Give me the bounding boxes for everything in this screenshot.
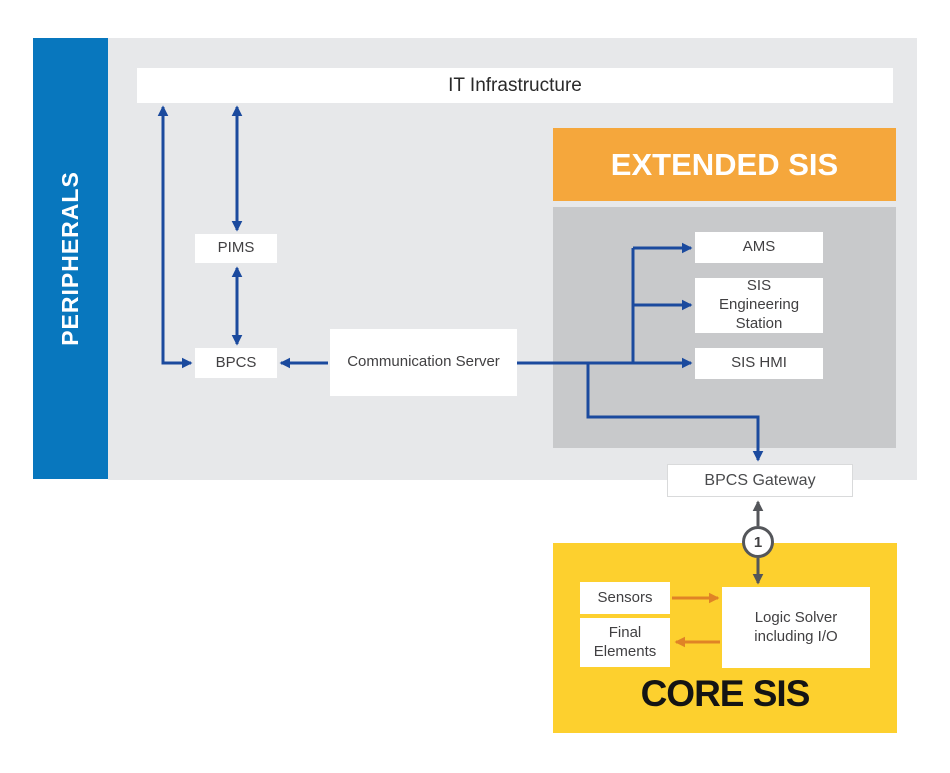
peripherals-bar: PERIPHERALS (33, 38, 108, 479)
node-it-infrastructure: IT Infrastructure (137, 68, 893, 103)
node-sensors: Sensors (580, 582, 670, 614)
node-bpcs: BPCS (195, 348, 277, 378)
node-sis-engineering-station: SIS Engineering Station (695, 277, 823, 333)
node-bpcs-gateway: BPCS Gateway (667, 464, 853, 497)
node-communication-server: Communication Server (330, 329, 517, 396)
node-pims: PIMS (195, 234, 277, 263)
core-sis-title: CORE SIS (640, 673, 811, 714)
extended-sis-header: EXTENDED SIS (553, 128, 896, 201)
node-sis-hmi: SIS HMI (695, 348, 823, 379)
connector-badge-1: 1 (742, 526, 774, 558)
node-ams: AMS (695, 232, 823, 263)
extended-sis-title: EXTENDED SIS (610, 146, 839, 182)
node-final-elements: Final Elements (580, 618, 670, 667)
node-logic-solver: Logic Solver including I/O (722, 587, 870, 668)
peripherals-label: PERIPHERALS (57, 171, 83, 346)
